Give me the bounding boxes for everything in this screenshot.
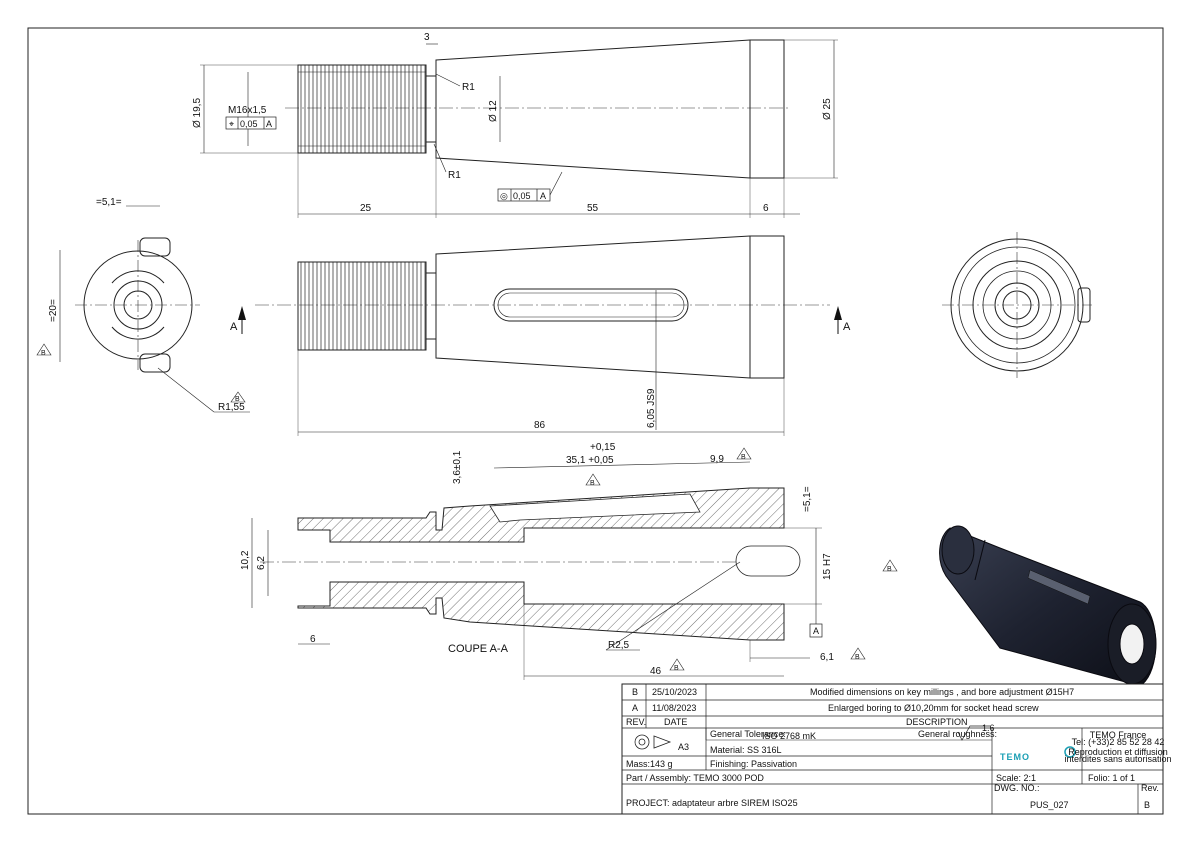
section-title: COUPE A-A	[448, 643, 509, 655]
section-view: 3,6±0,1 +0,15 35,1 +0,05 B 9,9 B =5,1= 1…	[240, 442, 898, 680]
roughness-symbol-icon	[957, 725, 990, 741]
dim-tol-plus: +0,15	[590, 442, 616, 453]
tag-b-61: B	[855, 654, 860, 661]
part-assembly: Part / Assembly: TEMO 3000 POD	[626, 773, 764, 783]
rev-header-date: DATE	[664, 717, 687, 727]
rev-a-date: 11/08/2023	[652, 703, 696, 713]
company-info-3: Reproduction et diffusion	[1068, 747, 1167, 757]
dim-width-20: =20=	[48, 299, 59, 322]
general-tolerance-label: General Tolerance:	[710, 729, 786, 739]
first-angle-projection-icon	[634, 734, 650, 750]
tag-b-46: B	[674, 665, 679, 672]
dim-bore-15h7: 15 H7	[822, 553, 833, 580]
left-end-view: =5,1= =20= B B R1,55 A	[36, 197, 250, 413]
dim-dia-19-5: Ø 19,5	[192, 98, 203, 128]
dim-depth-3-6: 3,6±0,1	[452, 450, 463, 484]
title-block: B 25/10/2023 Modified dimensions on key …	[621, 683, 1172, 815]
part-3d-view	[939, 525, 1157, 687]
company-info-1: TEMO France	[1090, 730, 1147, 740]
sheet-border	[27, 27, 1164, 815]
rev-header-rev: REV.	[626, 717, 646, 727]
general-tolerance: ISO 2768 mK	[762, 731, 816, 741]
rev-b-description: Modified dimensions on key millings , an…	[810, 687, 1074, 697]
rev-header-description: DESCRIPTION	[906, 717, 968, 727]
conc-tol-value: 0,05	[513, 191, 531, 201]
dim-len-46: 46	[650, 666, 662, 677]
rev-b-id: B	[632, 687, 638, 697]
dim-len-6-section: 6	[310, 634, 316, 645]
dim-dia-10-2: 10,2	[240, 550, 251, 570]
dim-dia-25: Ø 25	[822, 98, 833, 120]
datum-a: A	[813, 626, 819, 636]
dwg-number: PUS_027	[1030, 800, 1069, 810]
top-view: 3 R1 R1 Ø 19,5 M16x1,5 ⌖ 0,05 A Ø 12 Ø 2…	[192, 32, 838, 218]
rev-b-date: 25/10/2023	[652, 687, 697, 697]
tag-b-35: B	[590, 480, 595, 487]
dim-width-3: 3	[424, 32, 430, 43]
mass: Mass:143 g	[626, 759, 673, 769]
scale: Scale: 2:1	[996, 773, 1036, 783]
dim-width-5-1-v: =5,1=	[802, 486, 813, 512]
rev-a-id: A	[632, 703, 638, 713]
finishing: Finishing: Passivation	[710, 759, 797, 769]
rev-label: Rev.	[1141, 783, 1159, 793]
dwg-label: DWG. NO.:	[994, 783, 1040, 793]
folio: Folio: 1 of 1	[1088, 773, 1135, 783]
dim-len-86: 86	[534, 420, 546, 431]
right-end-view	[942, 232, 1092, 378]
tag-b-99: B	[741, 454, 746, 461]
dim-len-6-1: 6,1	[820, 652, 834, 663]
concentricity-icon: ◎	[500, 191, 508, 201]
sheet-size: A3	[678, 742, 689, 752]
project-title: PROJECT: adaptateur arbre SIREM ISO25	[626, 798, 798, 808]
section-mark-left: A	[230, 321, 238, 333]
dim-len-55: 55	[587, 203, 599, 214]
roughness-value: 1.6	[982, 723, 995, 733]
dim-r1-55: R1,55	[218, 402, 245, 413]
rev-value: B	[1144, 800, 1150, 810]
tag-b-r155: B	[235, 396, 240, 403]
dim-len-25: 25	[360, 203, 372, 214]
general-roughness-label: General roughness:	[918, 729, 997, 739]
dim-width-5-1: =5,1=	[96, 197, 122, 208]
dim-thread: M16x1,5	[228, 105, 267, 116]
dim-depth-6-05: 6,05 JS9	[646, 388, 657, 428]
pos-tol-datum: A	[266, 119, 272, 129]
position-tolerance-icon: ⌖	[229, 119, 234, 129]
dim-len-9-9: 9,9	[710, 454, 724, 465]
dim-dia-12: Ø 12	[488, 100, 499, 122]
dim-r1-top: R1	[462, 82, 475, 93]
dim-r2-5: R2,5	[608, 640, 630, 651]
dim-len-6: 6	[763, 203, 769, 214]
pos-tol-value: 0,05	[240, 119, 258, 129]
logo-mark-icon	[1064, 746, 1076, 758]
material: Material: SS 316L	[710, 745, 782, 755]
tag-b-left: B	[41, 350, 46, 357]
conc-tol-datum: A	[540, 191, 546, 201]
dim-dia-6-2: 6,2	[256, 556, 267, 570]
section-mark-right: A	[843, 321, 851, 333]
front-view: 6,05 JS9 86 A	[255, 235, 851, 436]
rev-a-description: Enlarged boring to Ø10,20mm for socket h…	[828, 703, 1039, 713]
dim-r1-bottom: R1	[448, 170, 461, 181]
company-logo: TEMO	[1000, 752, 1030, 762]
company-info-2: Tel: (+33)2 85 52 28 42	[1072, 737, 1165, 747]
dim-len-35-1: 35,1 +0,05	[566, 455, 614, 466]
tag-b-free: B	[887, 566, 892, 573]
company-info-4: interdites sans autorisation	[1064, 754, 1171, 764]
